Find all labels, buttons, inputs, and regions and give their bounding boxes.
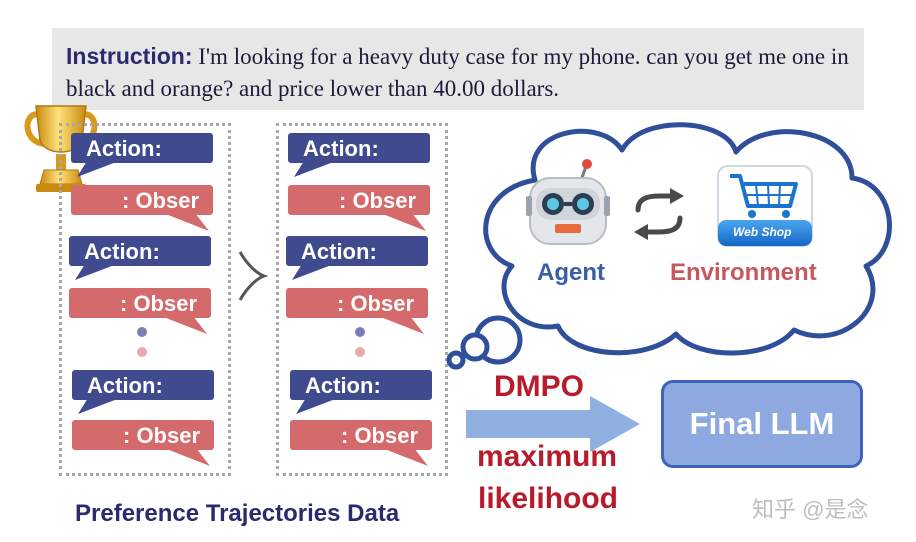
robot-icon [526,159,610,245]
instruction-box: Instruction: I'm looking for a heavy dut… [52,28,864,110]
observation-bubble [288,185,430,231]
observation-bubble [72,420,214,466]
training-arrow [466,396,640,452]
trajectory-frame-preferred [59,123,231,476]
action-label: Action: [84,239,160,264]
method-label: DMPO [494,370,584,403]
action-bubble [288,133,430,177]
agent-label: Agent [537,259,605,286]
ellipsis-dot [137,347,147,357]
observation-bubble [286,288,428,334]
thought-cloud [446,122,892,370]
trajectory-frame-dispreferred [276,123,448,476]
observation-label: : Obser [123,423,201,448]
objective-line1: maximum [477,440,618,473]
ellipsis-dot [355,327,365,337]
preference-symbol [238,251,268,301]
action-label: Action: [301,239,377,264]
watermark: 知乎 @是念 [752,497,869,522]
observation-label: : Obser [122,188,200,213]
observation-label: : Obser [120,291,198,316]
observation-label: : Obser [339,188,417,213]
objective-line2: likelihood [478,482,619,515]
action-label: Action: [86,136,162,161]
exchange-arrows-icon [634,188,684,240]
instruction-text: Instruction: I'm looking for a heavy dut… [66,40,850,105]
shopping-cart-icon [717,165,813,247]
action-bubble [69,236,211,280]
observation-bubble [71,185,213,231]
action-label: Action: [303,136,379,161]
final-llm-label: Final LLM [689,406,835,441]
trajectories-caption: Preference Trajectories Data [75,500,400,527]
environment-label: Environment [670,259,817,286]
action-bubble [286,236,428,280]
action-bubble [71,133,213,177]
ellipsis-dot [355,347,365,357]
final-llm-box: Final LLM [661,380,863,468]
ellipsis-dot [137,327,147,337]
action-label: Action: [305,373,381,398]
instruction-body: I'm looking for a heavy duty case for my… [66,44,849,101]
action-bubble [290,370,432,414]
action-label: Action: [87,373,163,398]
action-bubble [72,370,214,414]
observation-bubble [290,420,432,466]
observation-bubble [69,288,211,334]
observation-label: : Obser [337,291,415,316]
observation-label: : Obser [341,423,419,448]
instruction-label: Instruction: [66,43,193,69]
web-shop-label: Web Shop [733,225,792,239]
